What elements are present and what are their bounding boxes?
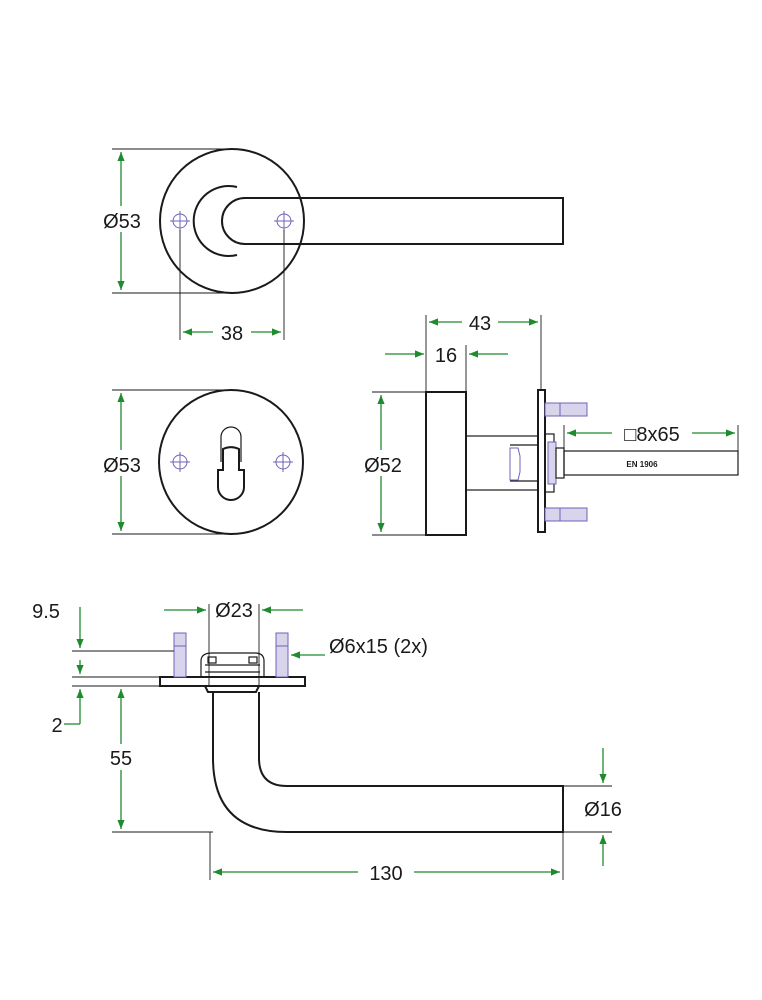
escutcheon-screw-left-icon xyxy=(170,452,190,472)
fixing-screw-right xyxy=(275,632,289,678)
rose-side-diameter-label: Ø52 xyxy=(364,455,402,477)
side-view: EN 1906 43 16 Ø52 □8x65 xyxy=(356,310,739,536)
fixing-screw-top xyxy=(544,402,588,417)
screw-hole-left-icon xyxy=(170,211,190,231)
length-label: 130 xyxy=(369,863,402,885)
top-view: Ø53 38 xyxy=(96,148,564,345)
escutcheon-view: Ø53 xyxy=(96,389,304,535)
escutcheon-diameter-label: Ø53 xyxy=(103,455,141,477)
rose-thickness-label: 16 xyxy=(435,345,457,367)
cassette-insert xyxy=(547,441,557,485)
height-label: 55 xyxy=(110,748,132,770)
bar-diameter-label: Ø16 xyxy=(584,799,622,821)
rose-diameter-label: Ø53 xyxy=(103,211,141,233)
depth-label: 43 xyxy=(469,313,491,335)
keyhole-inner xyxy=(220,426,242,462)
escutcheon-screw-right-icon xyxy=(273,452,293,472)
retainer-clip xyxy=(509,447,521,481)
base-plate xyxy=(159,676,306,687)
screw-callout-label: Ø6x15 (2x) xyxy=(329,636,428,658)
lever-neck xyxy=(465,435,539,491)
lever-collar xyxy=(192,185,238,257)
lever-profile xyxy=(212,692,564,833)
keyhole-cutout xyxy=(217,446,245,501)
offset-top-label: 9.5 xyxy=(32,601,60,623)
lever-arm xyxy=(221,197,564,245)
fixing-screw-bottom xyxy=(544,507,588,522)
spring-housing xyxy=(200,652,265,677)
spindle-label: □8x65 xyxy=(624,424,679,446)
fixing-screw-left xyxy=(173,632,187,678)
backplate-side xyxy=(537,389,546,533)
standard-mark: EN 1906 xyxy=(626,460,658,469)
screw-hole-right-icon xyxy=(274,211,294,231)
spindle xyxy=(563,450,739,476)
hole-spacing-label: 38 xyxy=(221,323,243,345)
offset-small-label: 2 xyxy=(51,715,62,737)
neck-flange xyxy=(204,685,260,693)
fixing-diameter-label: Ø23 xyxy=(215,600,253,622)
rose-side-profile xyxy=(425,391,467,536)
handle-view: Ø23 Ø6x15 (2x) 9.5 2 55 Ø16 130 xyxy=(32,600,622,885)
